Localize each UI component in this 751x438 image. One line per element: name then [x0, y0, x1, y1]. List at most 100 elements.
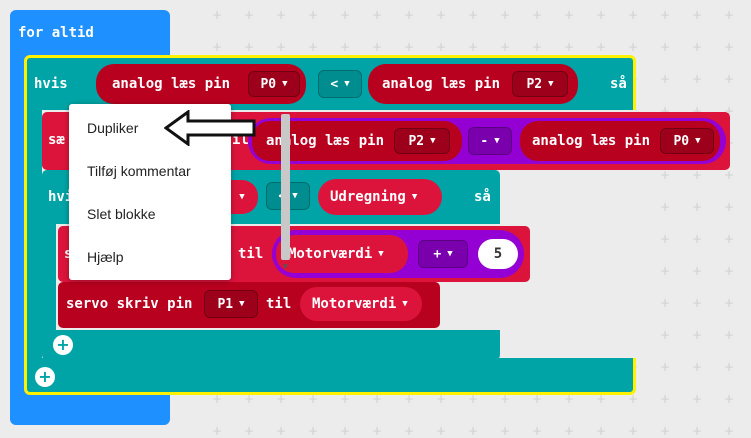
forever-label: for altid — [18, 25, 94, 41]
grid-cross: + — [276, 392, 287, 406]
grid-cross: + — [724, 72, 735, 86]
grid-cross: + — [500, 424, 511, 438]
pin-dropdown-p2-b[interactable]: P2▼ — [394, 128, 450, 154]
grid-cross: + — [692, 328, 703, 342]
pin-value: P0 — [673, 133, 690, 149]
grid-cross: + — [244, 40, 255, 54]
then-keyword-2: så — [474, 189, 491, 205]
add-else-outer-icon[interactable]: + — [35, 367, 55, 387]
grid-cross: + — [660, 104, 671, 118]
add-else-inner-icon[interactable]: + — [53, 335, 73, 355]
grid-cross: + — [596, 424, 607, 438]
grid-cross: + — [308, 392, 319, 406]
grid-cross: + — [500, 392, 511, 406]
pin-dropdown-p2[interactable]: P2▼ — [512, 71, 568, 97]
variable-motorvaerdi[interactable]: Motorværdi ▼ — [276, 235, 408, 273]
grid-cross: + — [660, 40, 671, 54]
analog-read-label: analog læs pin — [532, 133, 651, 149]
grid-cross: + — [308, 8, 319, 22]
if-keyword-partial: hvi — [48, 189, 74, 205]
grid-cross: + — [628, 424, 639, 438]
grid-cross: + — [660, 72, 671, 86]
grid-cross: + — [692, 168, 703, 182]
grid-cross: + — [404, 424, 415, 438]
grid-cross: + — [564, 40, 575, 54]
grid-cross: + — [564, 392, 575, 406]
compare-op-dropdown[interactable]: <▼ — [318, 70, 362, 98]
grid-cross: + — [596, 392, 607, 406]
chevron-down-icon: ▼ — [239, 299, 245, 309]
grid-cross: + — [212, 40, 223, 54]
analog-read-block-2[interactable]: analog læs pin — [368, 64, 578, 104]
then-keyword: så — [610, 76, 627, 92]
scroll-down-arrow-icon[interactable]: ▼ — [281, 262, 290, 271]
grid-cross: + — [692, 424, 703, 438]
chevron-down-icon: ▼ — [402, 299, 408, 309]
chevron-down-icon: ▼ — [494, 136, 500, 146]
grid-cross: + — [596, 40, 607, 54]
analog-read-label: analog læs pin — [266, 133, 385, 149]
menu-item-delete-blocks[interactable]: Slet blokke — [87, 206, 156, 222]
grid-cross: + — [692, 392, 703, 406]
grid-cross: + — [372, 392, 383, 406]
grid-cross: + — [500, 40, 511, 54]
inner-condition-tail — [228, 180, 258, 214]
menu-item-help[interactable]: Hjælp — [87, 249, 124, 265]
math-op-dropdown[interactable]: -▼ — [468, 127, 512, 155]
grid-cross: + — [724, 40, 735, 54]
grid-cross: + — [468, 424, 479, 438]
menu-item-add-comment[interactable]: Tilføj kommentar — [87, 163, 191, 179]
grid-cross: + — [596, 8, 607, 22]
chevron-down-icon: ▼ — [344, 79, 350, 89]
variable-udregning[interactable]: Udregning ▼ — [318, 179, 442, 215]
grid-cross: + — [308, 424, 319, 438]
variable-motorvaerdi-2[interactable]: Motorværdi ▼ — [300, 287, 422, 321]
grid-cross: + — [692, 264, 703, 278]
variable-name: Motorværdi — [312, 296, 397, 312]
number-input[interactable]: 5 — [478, 239, 518, 269]
grid-cross: + — [564, 8, 575, 22]
grid-cross: + — [660, 296, 671, 310]
chevron-down-icon: ▼ — [378, 249, 384, 259]
grid-cross: + — [212, 392, 223, 406]
pin-dropdown-p0-b[interactable]: P0▼ — [660, 128, 714, 154]
servo-til-keyword: til — [266, 296, 292, 312]
grid-cross: + — [724, 168, 735, 182]
chevron-down-icon: ▼ — [282, 79, 288, 89]
grid-cross: + — [212, 8, 223, 22]
grid-cross: + — [692, 72, 703, 86]
grid-cross: + — [372, 424, 383, 438]
grid-cross: + — [724, 104, 735, 118]
grid-cross: + — [340, 392, 351, 406]
grid-cross: + — [500, 8, 511, 22]
op-value: + — [433, 246, 442, 262]
grid-cross: + — [724, 360, 735, 374]
pin-dropdown-p1[interactable]: P1▼ — [204, 290, 258, 318]
grid-cross: + — [436, 8, 447, 22]
grid-cross: + — [660, 8, 671, 22]
analog-read-label: analog læs pin — [382, 76, 501, 92]
grid-cross: + — [692, 360, 703, 374]
if-keyword: hvis — [34, 76, 68, 92]
math-op-dropdown-2[interactable]: +▼ — [418, 240, 468, 268]
analog-read-label: analog læs pin — [112, 76, 231, 92]
servo-label: servo skriv pin — [66, 296, 193, 312]
grid-cross: + — [468, 40, 479, 54]
grid-cross: + — [244, 392, 255, 406]
chevron-down-icon: ▼ — [292, 191, 298, 201]
pointer-arrow-icon — [164, 110, 256, 146]
grid-cross: + — [724, 328, 735, 342]
pin-dropdown-p0[interactable]: P0▼ — [248, 71, 300, 97]
pin-value: P2 — [408, 133, 425, 149]
grid-cross: + — [436, 40, 447, 54]
grid-cross: + — [724, 200, 735, 214]
menu-scrollbar[interactable] — [281, 114, 290, 260]
grid-cross: + — [660, 200, 671, 214]
grid-cross: + — [692, 40, 703, 54]
chevron-down-icon: ▼ — [548, 79, 554, 89]
grid-cross: + — [244, 8, 255, 22]
condition-left-dropdown-arrow[interactable]: ▼ — [239, 192, 245, 202]
if-block-outer-side — [27, 108, 42, 360]
grid-cross: + — [692, 200, 703, 214]
menu-item-duplicate[interactable]: Dupliker — [87, 120, 139, 136]
